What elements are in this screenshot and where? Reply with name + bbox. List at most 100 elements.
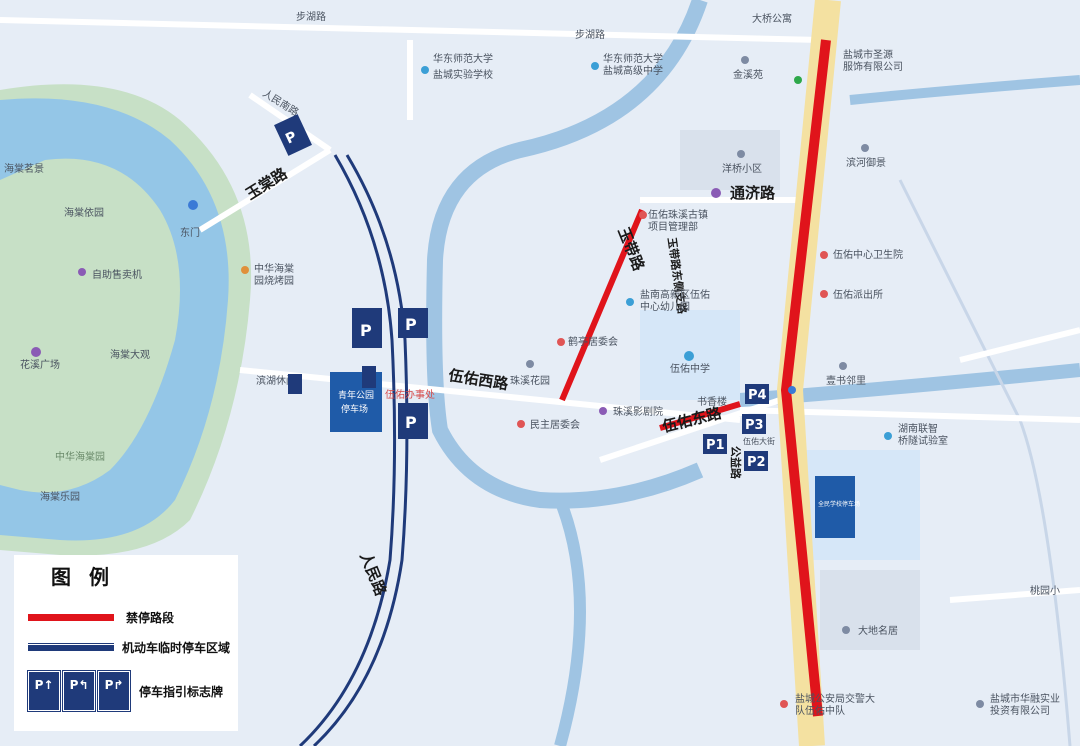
label-buhu: 步湖路 (296, 10, 326, 23)
bus-icon (711, 188, 721, 198)
river-main (426, 0, 708, 509)
no-parking-routes (559, 39, 831, 717)
blue-dot-icon (788, 386, 796, 394)
label-gongyi: 公益路 (729, 446, 743, 480)
school-lot-box (815, 476, 855, 538)
road-buhu (0, 17, 821, 43)
poi-huaxi: 花溪广场 (20, 358, 60, 371)
poi-jingting: 鹤亭居委会 (568, 335, 618, 348)
label-tongji: 通济路 (730, 184, 776, 202)
poi-qingnian-1: 青年公园 (338, 389, 374, 401)
sign-p-south (398, 403, 428, 439)
road-east-b (949, 587, 1080, 603)
temp-parking-swatch (28, 644, 114, 651)
poi-normal-univ-1: 华东师范大学 (433, 52, 493, 65)
legend-temp-parking-label: 机动车临时停车区域 (122, 641, 231, 655)
legend-sign-up-icon: P↑ (28, 671, 60, 711)
hospital-icon (820, 251, 828, 259)
poi-wuyou-gov: 伍佑办事处 (385, 388, 435, 401)
legend-title: 图例 (51, 565, 127, 589)
legend-sign-right-icon: P↱ (98, 671, 130, 711)
poi-police: 伍佑派出所 (833, 288, 883, 301)
marker-p1 (703, 434, 727, 454)
poi-normal-high-2: 盐城高级中学 (603, 64, 663, 77)
no-parking-wuyou-east (659, 401, 741, 431)
poi-tower: 大桥公寓 (752, 12, 792, 25)
sign-p-right (398, 308, 428, 338)
poi-haitang-court: 海棠依园 (64, 206, 104, 219)
poi-dongmen: 东门 (180, 226, 200, 239)
poi-guzhen-1: 伍佑珠溪古镇 (648, 208, 708, 221)
sign-entry (288, 374, 302, 394)
poi-sanyuan-1: 盐城市圣源 (843, 48, 893, 61)
poi-bbq-2: 园烧烤园 (254, 274, 294, 287)
poi-tp-2: 队伍佑中队 (795, 704, 845, 717)
theater-icon (599, 407, 607, 415)
school-icon (591, 62, 599, 70)
location-icon (557, 338, 565, 346)
poi-minzhu: 民主居委会 (530, 418, 580, 431)
school-icon (626, 298, 634, 306)
temp-parking-route (298, 154, 409, 748)
label-wuyou-dajie: 伍佑大街 (743, 436, 775, 446)
road-wuyou-west (239, 367, 741, 423)
school-icon (684, 351, 694, 361)
river-northeast (849, 75, 1080, 105)
shop-icon (78, 268, 86, 276)
house-icon (737, 150, 745, 158)
house-icon (839, 362, 847, 370)
poi-sanyuan-2: 服饰有限公司 (843, 60, 903, 73)
location-icon (639, 211, 647, 219)
house-icon (842, 626, 850, 634)
marker-p3-label: P3 (745, 418, 764, 433)
marker-p4-label: P4 (748, 388, 767, 403)
poi-normal-high-1: 华东师范大学 (603, 52, 663, 65)
yangqiao-block (680, 130, 780, 190)
poi-dadi: 大地名居 (858, 624, 898, 637)
police-icon (820, 290, 828, 298)
poi-normal-univ-2: 盐城实验学校 (433, 68, 493, 81)
poi-haitang-top: 海棠茗景 (4, 162, 44, 175)
poi-zhuxi-theater: 珠溪影剧院 (613, 405, 663, 418)
poi-tp-1: 盐城公安局交警大 (795, 692, 875, 705)
marker-p2-label: P2 (747, 455, 766, 470)
poi-qingnian-2: 停车场 (341, 403, 368, 415)
poi-huarong-2: 投资有限公司 (990, 704, 1050, 717)
poi-health: 伍佑中心卫生院 (833, 248, 903, 261)
sign-p-left-label: P (360, 321, 372, 340)
poi-tunnel-2: 桥隧试验室 (898, 434, 948, 447)
marker-p2 (744, 451, 768, 471)
green-dot-icon (794, 76, 802, 84)
house-icon (741, 56, 749, 64)
legend-no-parking-label: 禁停路段 (126, 611, 175, 625)
poi-zhuxi-garden: 珠溪花园 (510, 374, 550, 387)
no-parking-main (780, 39, 831, 717)
house-icon (526, 360, 534, 368)
marker-p3 (742, 414, 766, 434)
legend-row-no-parking: 禁停路段 (28, 609, 174, 626)
poi-shuxiang: 书香楼 (697, 395, 727, 408)
poi-yangqiao: 洋桥小区 (722, 162, 762, 175)
poi-wuyou-middle: 伍佑中学 (670, 362, 710, 375)
sign-p-north (274, 114, 312, 156)
legend-sign-left-icon: P↰ (63, 671, 95, 711)
parking-poi-icon (188, 200, 198, 210)
house-icon (861, 144, 869, 152)
legend-row-temp-parking: 机动车临时停车区域 (28, 639, 230, 656)
road-yutang (198, 147, 332, 233)
road-link (599, 397, 781, 463)
poi-haitang-park: 海棠乐园 (40, 490, 80, 503)
school-icon (421, 66, 429, 74)
poi-yishu: 壹书邻里 (826, 374, 866, 387)
poi-zhonghua-park: 中华海棠园 (55, 450, 105, 463)
location-icon (517, 420, 525, 428)
legend-row-signs: P↑ P↰ P↱ 停车指引标志牌 (28, 671, 223, 711)
marker-p1-label: P1 (706, 438, 725, 453)
food-icon (241, 266, 249, 274)
poi-binhe: 滨河御景 (846, 156, 886, 169)
river-south (554, 497, 586, 748)
legend: 图例 禁停路段 机动车临时停车区域 P↑ P↰ P↱ 停车指引标志牌 (14, 555, 238, 731)
poi-binhu: 滨湖休闲 (256, 374, 296, 387)
